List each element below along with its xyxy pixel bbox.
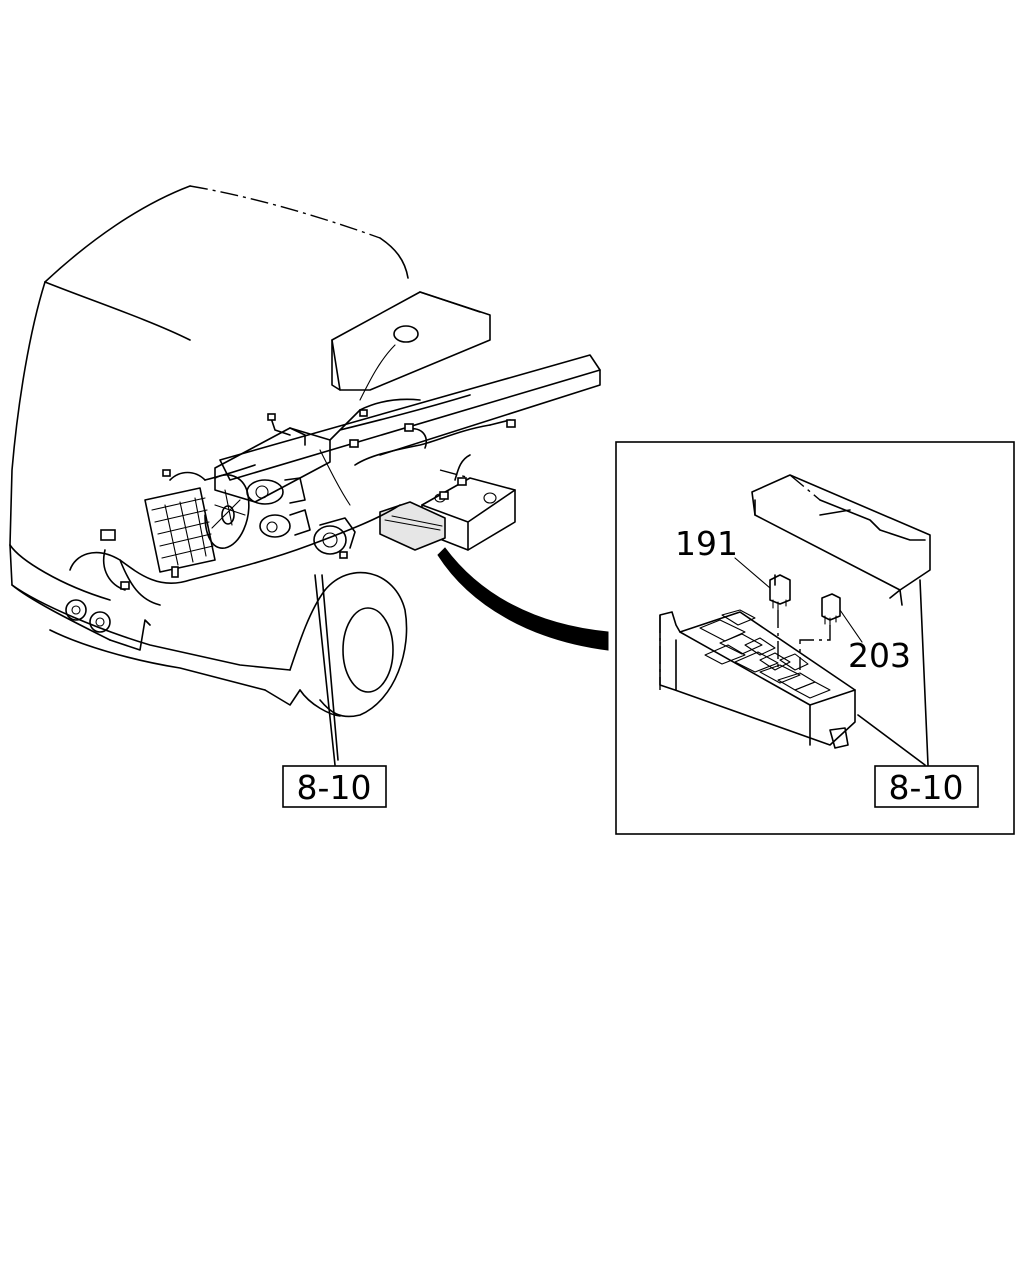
- leader-line-203: [839, 609, 863, 643]
- detail-pointer-arc: [437, 547, 609, 651]
- detail-inset: 191 203: [615, 441, 1015, 835]
- leader-line-inset-base: [857, 714, 926, 766]
- relay-191: [769, 574, 791, 611]
- reference-label-inset: 8-10: [889, 768, 964, 807]
- leader-line-main: [314, 574, 336, 766]
- part-number-203: 203: [848, 636, 911, 675]
- reference-label-main: 8-10: [297, 768, 372, 807]
- fuse-box-cover: [751, 474, 931, 606]
- vehicle-illustration: [9, 185, 601, 718]
- reference-callout-inset: 8-10: [874, 765, 979, 808]
- relay-203: [821, 593, 841, 627]
- fuse-box-base: [659, 609, 856, 749]
- leader-line-191: [734, 557, 771, 589]
- part-number-191: 191: [675, 524, 738, 563]
- reference-callout-main: 8-10: [282, 765, 387, 808]
- leader-line-inset-cover: [919, 579, 929, 766]
